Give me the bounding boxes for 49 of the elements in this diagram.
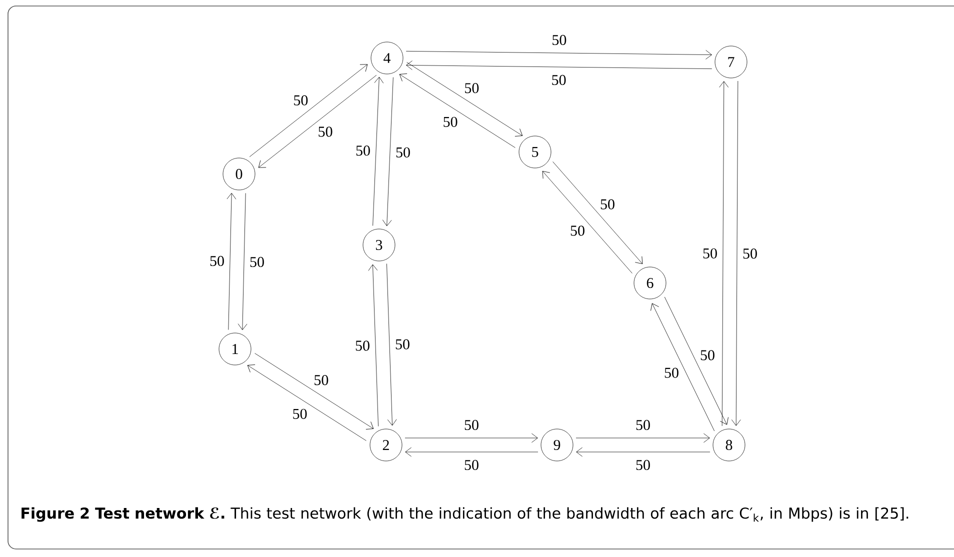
edge-label: 50 — [663, 366, 680, 379]
figure-caption: Figure 2 Test network ℰ. This test network (with the indication of the bandwidth of each arc C′$_{k}$, in Mbps) is in [25]. — [22, 507, 908, 522]
arrow — [249, 64, 368, 157]
arrow — [650, 303, 715, 432]
edge-label: 50 — [463, 82, 480, 94]
edge-label: 50 — [634, 418, 652, 432]
edge-label: 50 — [354, 144, 372, 157]
arrow — [552, 162, 643, 264]
arrow — [405, 447, 538, 457]
arrow — [238, 193, 248, 330]
edge-label: 50 — [316, 126, 334, 138]
arrow — [226, 192, 236, 330]
edge-label: 50 — [550, 34, 568, 46]
arrow — [254, 353, 374, 430]
arrow — [664, 296, 728, 425]
edge-label: 50 — [699, 349, 716, 362]
edge-label: 50 — [634, 458, 652, 472]
arrow — [576, 447, 710, 457]
edge-label: 50 — [463, 418, 480, 432]
arrow — [399, 73, 516, 148]
arrow — [372, 76, 384, 226]
arrow — [406, 62, 523, 136]
edge-label: 50 — [569, 224, 586, 237]
arrow — [386, 264, 397, 426]
edge-label: 50 — [599, 198, 616, 210]
arrow — [382, 77, 394, 226]
arrow — [258, 75, 377, 168]
arrow — [731, 80, 741, 426]
arrow — [576, 433, 710, 443]
edge-label: 50 — [312, 374, 330, 386]
edge-label: 50 — [248, 256, 266, 268]
edge-label: 50 — [208, 254, 226, 268]
edge-label: 50 — [354, 340, 371, 352]
edge-label: 50 — [291, 408, 308, 420]
edge-label: 50 — [292, 94, 310, 106]
edge-label: 50 — [463, 458, 480, 472]
edge-label: 50 — [550, 74, 568, 86]
edge-label: 50 — [394, 146, 412, 158]
arrow — [247, 364, 366, 441]
arrow — [406, 60, 712, 70]
edge-label: 50 — [394, 338, 411, 350]
edge-label: 50 — [742, 248, 758, 260]
arrow — [542, 170, 632, 274]
arrow — [368, 264, 378, 426]
arrow — [404, 433, 538, 443]
arrow — [406, 50, 712, 60]
arrow — [719, 81, 729, 426]
edge-label: 50 — [702, 247, 718, 260]
edge-label: 50 — [442, 116, 459, 128]
